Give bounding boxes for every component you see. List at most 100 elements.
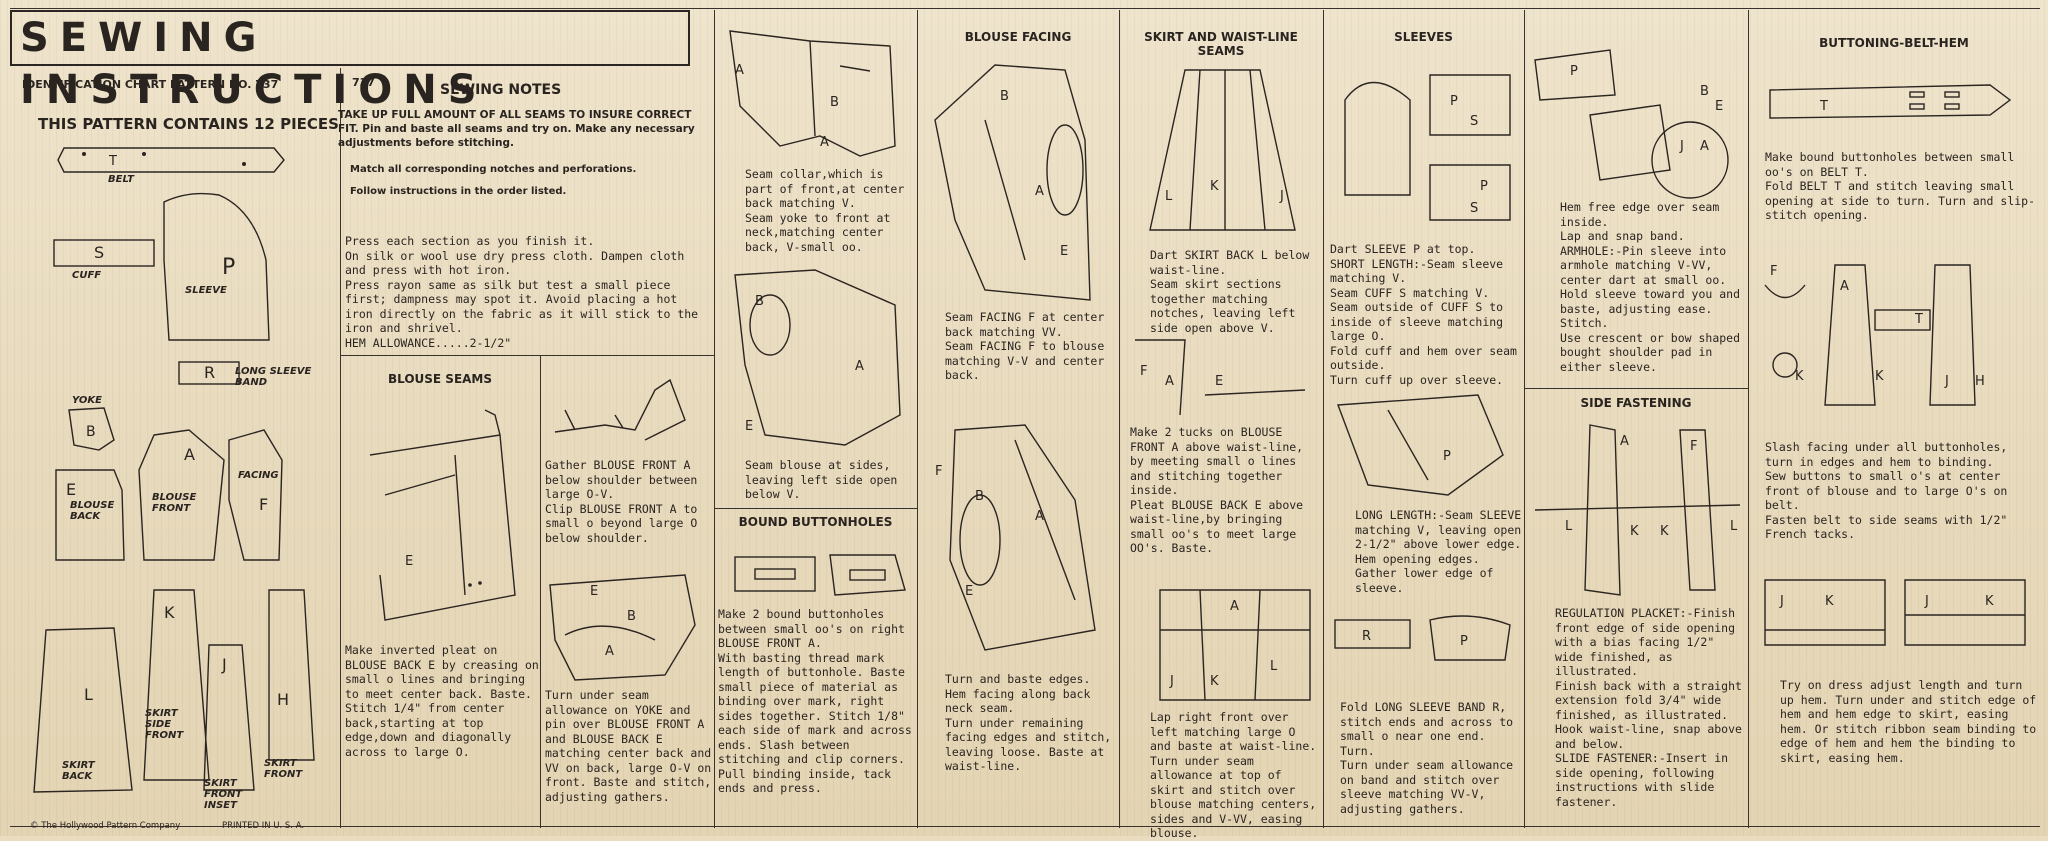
piece-label-skirt-side-front: SKIRT SIDE FRONT [145,708,184,741]
sleeves-header: SLEEVES [1394,30,1453,44]
svg-text:E: E [66,480,76,499]
yoke-illustration: E B A [549,574,696,681]
svg-text:B: B [755,294,764,309]
piece-label-belt: BELT [108,174,134,185]
svg-text:A: A [1700,139,1709,154]
svg-text:T: T [1819,99,1828,114]
buttoning-text-2: Slash facing under all buttonholes, turn… [1765,440,2008,541]
sleeves-text-2: LONG LENGTH:-Seam SLEEVE matching V, lea… [1355,508,1522,595]
rule [340,355,714,356]
collar-illustration: A B A [729,30,896,157]
piece-label-skirt-front-inset: SKIRT FRONT INSET [204,778,243,811]
sleeves-text-3: Fold LONG SLEEVE BAND R, stitch ends and… [1340,700,1514,816]
skirt-seams-text-3: Lap right front over left matching large… [1150,710,1317,840]
svg-text:B: B [830,95,839,110]
blouse-front-illustration [554,378,686,441]
svg-text:K: K [1210,674,1219,689]
buttoning-header: BUTTONING-BELT-HEM [1819,36,1969,50]
svg-text:K: K [1985,594,1994,609]
svg-text:L: L [1565,519,1573,534]
id-chart-label: IDENTIFICATION CHART PATTERN NO. 737 [22,78,279,91]
svg-text:K: K [164,603,175,622]
svg-text:A: A [735,63,744,78]
svg-text:A: A [605,644,614,659]
svg-text:A: A [1035,184,1044,199]
blouse-seams-text-2: Gather BLOUSE FRONT A below shoulder bet… [545,458,698,545]
svg-text:S: S [1470,201,1478,216]
svg-text:E: E [1060,244,1068,259]
svg-text:F: F [259,495,268,514]
notes-line-1: TAKE UP FULL AMOUNT OF ALL SEAMS TO INSU… [338,109,695,149]
svg-text:K: K [1875,369,1884,384]
skirt-seams-text-1: Dart SKIRT BACK L below waist-line. Seam… [1150,248,1310,335]
pattern-pieces-illustration: T S P R B E A F L K J H [33,147,315,793]
svg-text:J: J [1779,594,1784,609]
armhole-text: Hem free edge over seam inside. Lap and … [1560,200,1741,374]
svg-text:K: K [1210,179,1219,194]
svg-text:F: F [1690,439,1697,454]
svg-text:B: B [627,609,636,624]
notes-body: Press each section as you finish it. On … [345,234,699,350]
svg-text:P: P [1450,94,1458,109]
svg-text:B: B [1000,89,1009,104]
svg-text:J: J [1279,189,1284,204]
piece-label-skirt-front: SKIRT FRONT [264,758,303,780]
svg-text:A: A [1035,509,1044,524]
svg-text:K: K [1825,594,1834,609]
border-top [10,8,2040,9]
svg-text:J: J [1944,374,1949,389]
svg-text:A: A [1840,279,1849,294]
svg-text:H: H [277,690,289,709]
svg-text:E: E [965,584,973,599]
bound-buttonholes-header: BOUND BUTTONHOLES [738,515,893,529]
svg-text:T: T [1914,312,1923,327]
side-fastening-text: REGULATION PLACKET:-Finish front edge of… [1555,606,1742,809]
facing-illustration-1: B A E [934,64,1091,301]
svg-text:A: A [1165,374,1174,389]
svg-text:E: E [590,584,598,599]
svg-text:P: P [1443,449,1451,464]
svg-text:P: P [1570,64,1578,79]
skirt-illustration: LKJ [1149,69,1296,231]
blouse-seams-text-1: Make inverted pleat on BLOUSE BACK E by … [345,643,539,759]
piece-label-blouse-front: BLOUSE FRONT [152,492,197,514]
svg-text:R: R [1362,629,1371,644]
notes-line-3: Follow instructions in the order listed. [350,186,567,197]
footer-printed: PRINTED IN U. S. A. [222,821,305,831]
divider [340,68,341,828]
svg-text:A: A [820,135,829,150]
svg-text:K: K [1660,524,1669,539]
blouse-facing-header: BLOUSE FACING [964,30,1072,44]
piece-label-skirt-back: SKIRT BACK [62,760,95,782]
svg-text:E: E [1215,374,1223,389]
notes-number: 737 [352,76,375,89]
side-fastening-header: SIDE FASTENING [1580,396,1692,410]
svg-text:S: S [1470,114,1478,129]
rule [714,508,917,509]
notes-header: SEWING NOTES [440,82,562,98]
divider [1119,10,1120,828]
blouse-seams-header: BLOUSE SEAMS [387,372,493,386]
piece-label-facing: FACING [238,470,279,481]
svg-text:E: E [745,419,753,434]
svg-text:R: R [204,363,215,382]
divider [1748,10,1749,828]
notes-line-2: Match all corresponding notches and perf… [350,164,637,175]
svg-text:F: F [1770,264,1777,279]
svg-text:L: L [1730,519,1738,534]
page-title: SEWING INSTRUCTIONS [10,10,690,113]
divider [917,10,918,828]
sleeves-text-1: Dart SLEEVE P at top. SHORT LENGTH:-Seam… [1330,242,1517,387]
divider [1323,10,1324,828]
svg-text:F: F [935,464,942,479]
divider [540,355,541,828]
svg-text:J: J [1169,674,1174,689]
pieces-header: THIS PATTERN CONTAINS 12 PIECES [38,115,339,133]
svg-text:J: J [1679,139,1684,154]
svg-text:P: P [222,255,235,280]
